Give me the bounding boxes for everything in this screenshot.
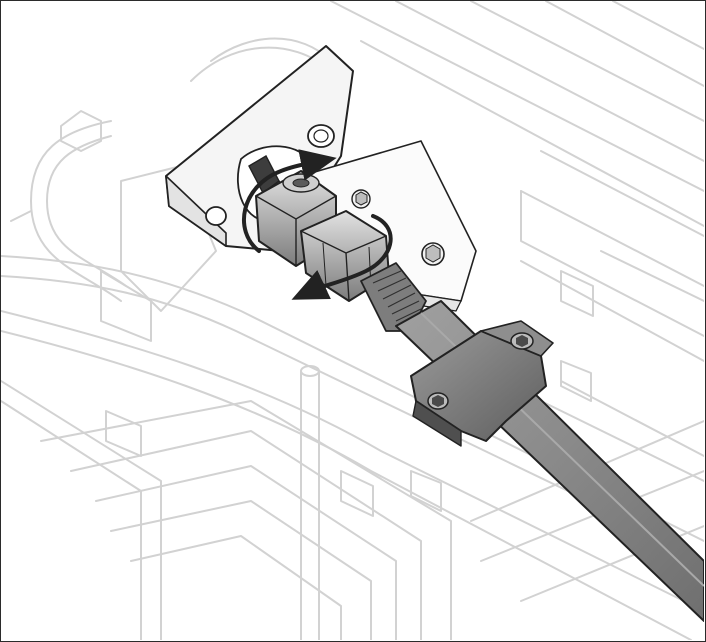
control-cable bbox=[395, 300, 704, 622]
rotation-arrows bbox=[242, 149, 393, 300]
rotation-arrow-inner bbox=[291, 214, 393, 300]
cable-clamp bbox=[410, 320, 554, 447]
rotation-arrow-outer bbox=[242, 149, 337, 253]
